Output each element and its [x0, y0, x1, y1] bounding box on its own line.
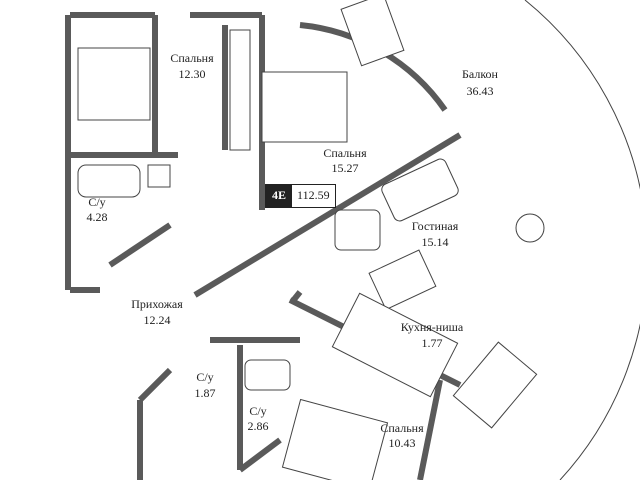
room-name: Спальня	[170, 51, 214, 65]
room-name: С/у	[196, 370, 213, 384]
room-area: 36.43	[467, 84, 494, 98]
apartment-badge: 4E 112.59	[265, 184, 336, 208]
room-name: Спальня	[323, 146, 367, 160]
lounger-2	[452, 341, 538, 429]
wardrobe	[229, 29, 251, 151]
room-name: Кухня-ниша	[401, 320, 464, 334]
bed-3	[281, 398, 389, 480]
room-name: С/у	[88, 195, 105, 209]
room-area: 1.87	[195, 386, 216, 400]
room-area: 15.14	[422, 235, 449, 249]
lounger-1	[340, 0, 405, 67]
washer	[147, 164, 171, 188]
room-area: 15.27	[332, 161, 359, 175]
room-area: 10.43	[389, 436, 416, 450]
room-name: С/у	[249, 404, 266, 418]
kitchen-counter	[331, 292, 459, 398]
room-name: Гостиная	[412, 219, 459, 233]
armchair	[334, 209, 381, 251]
bathtub-2	[244, 359, 291, 391]
balcony-table	[515, 213, 545, 243]
apartment-code: 4E	[266, 185, 293, 207]
balcony-edge	[524, 0, 640, 480]
room-labels: Спальня 12.30 Спальня 15.27 Балкон 36.43…	[87, 51, 499, 450]
sofa	[381, 158, 459, 222]
dining-table	[368, 249, 437, 311]
bathtub-1	[77, 164, 141, 198]
room-area: 4.28	[87, 210, 108, 224]
apartment-total-area: 112.59	[292, 185, 335, 207]
room-area: 12.24	[144, 313, 171, 327]
room-area: 12.30	[179, 67, 206, 81]
room-name: Прихожая	[131, 297, 183, 311]
furniture	[77, 0, 545, 480]
room-area: 1.77	[422, 336, 443, 350]
walls	[65, 12, 462, 480]
bed-1	[77, 47, 151, 121]
room-name: Балкон	[462, 67, 499, 81]
room-name: Спальня	[380, 421, 424, 435]
bed-2	[261, 71, 348, 143]
room-area: 2.86	[248, 419, 269, 433]
